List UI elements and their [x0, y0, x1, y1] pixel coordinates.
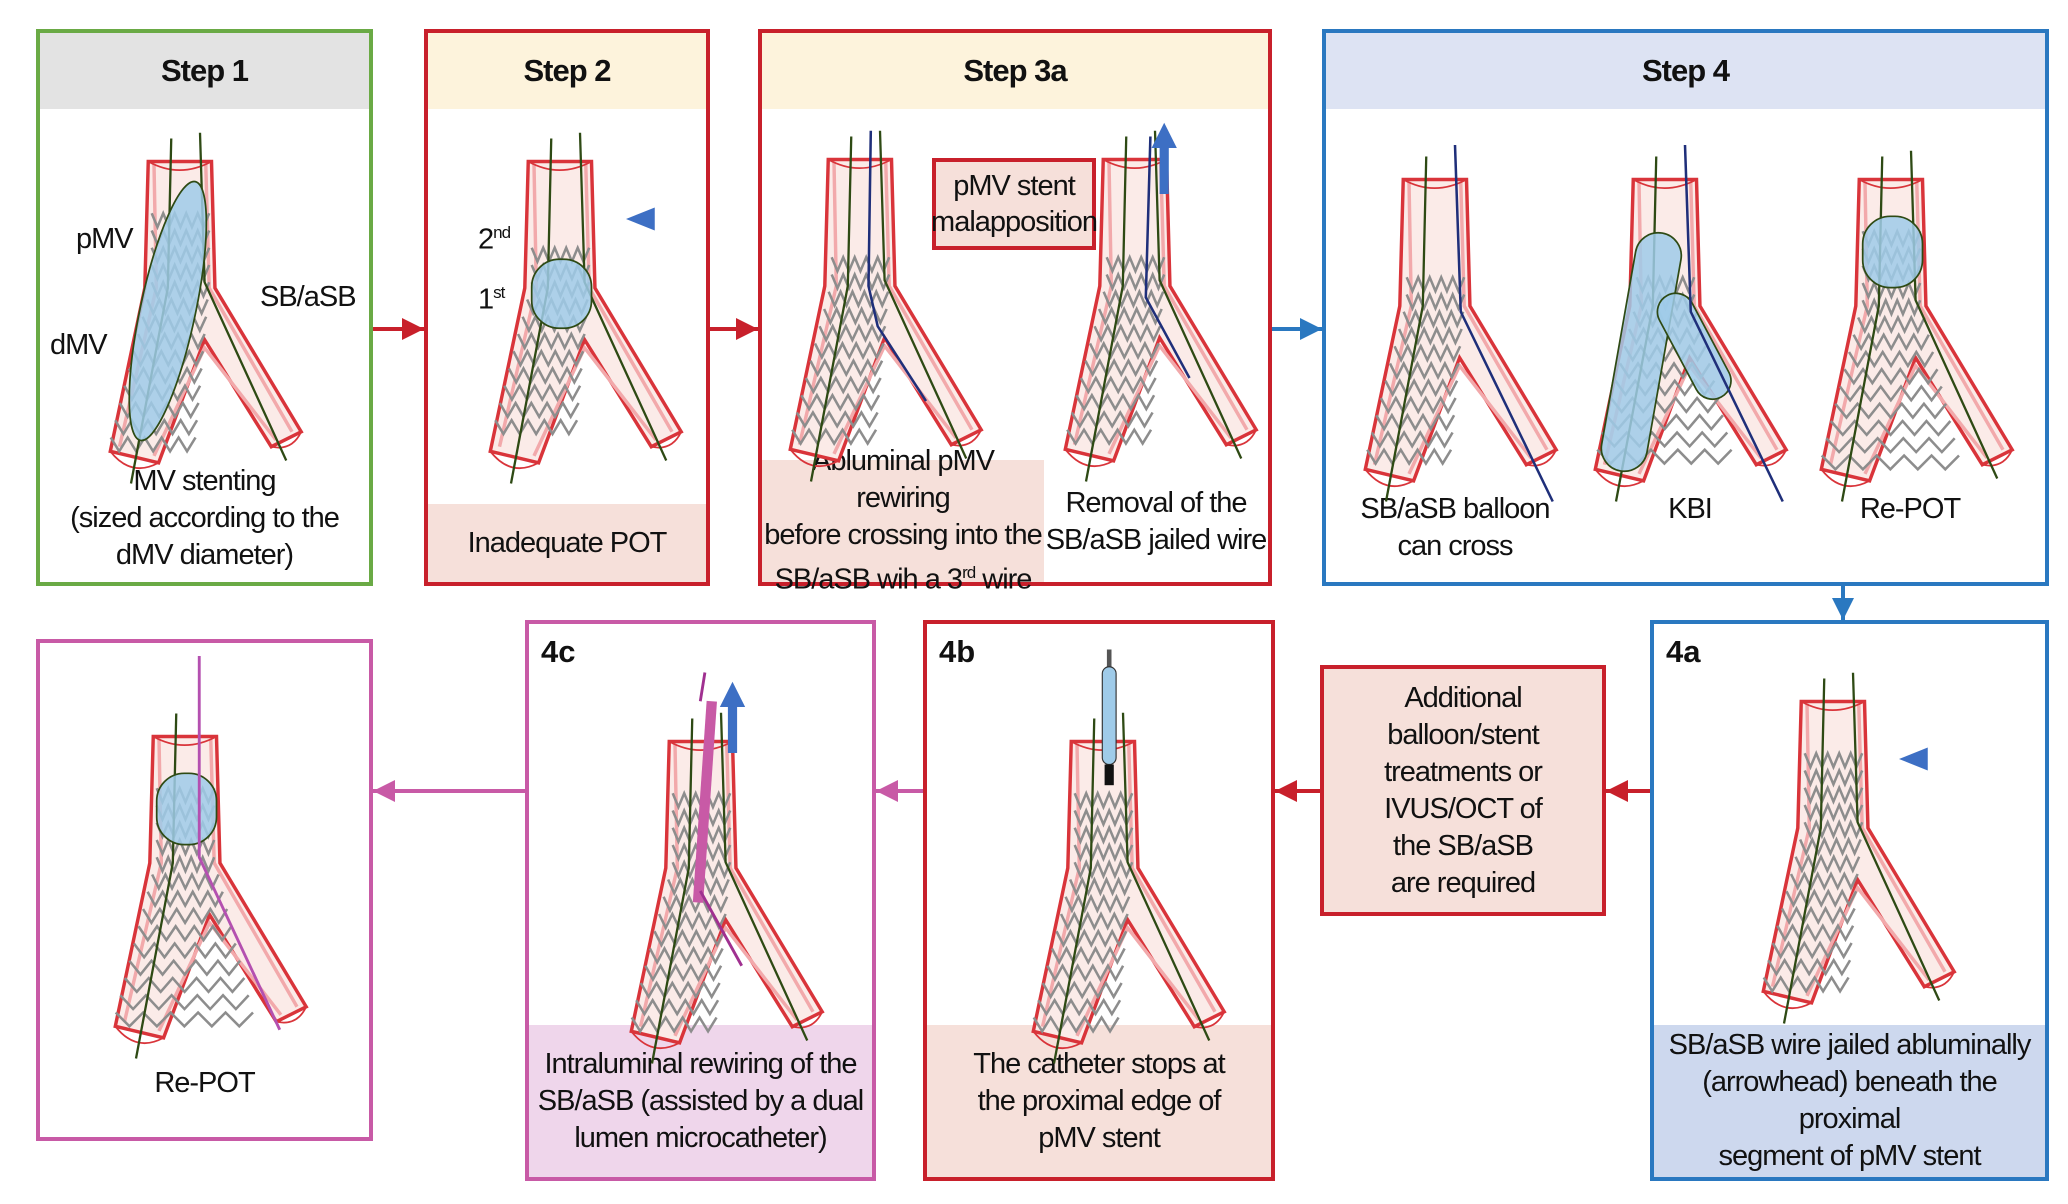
step3a-caption-right: Removal of the SB/aSB jailed wire — [1044, 485, 1268, 559]
step2-panel: Step 2 2nd 1st Inadequate POT — [424, 29, 710, 586]
step4a-title: 4a — [1666, 634, 1701, 669]
step3a-title: Step 3a — [762, 33, 1268, 109]
arrow-head — [736, 318, 758, 340]
step3a-caption-left: Abluminal pMV rewiring before crossing i… — [762, 445, 1044, 596]
arrow-head — [1275, 780, 1297, 802]
caption-line: segment of pMV stent — [1718, 1140, 1981, 1172]
caption-text: SB/aSB wih a 3 — [774, 563, 963, 596]
text-line: are required — [1390, 866, 1536, 899]
caption-line: pMV stent — [1038, 1121, 1161, 1154]
arrow-head — [373, 780, 395, 802]
arrow-head — [1300, 318, 1322, 340]
step4-caption-repot: Re-POT — [1859, 493, 1961, 525]
step2-title: Step 2 — [428, 33, 706, 109]
text-line: treatments or — [1384, 755, 1543, 788]
arrow-head — [876, 780, 898, 802]
arrow-icon — [1272, 318, 1322, 340]
callout-line: malapposition — [931, 206, 1098, 238]
additional-treatments-box: Additional balloon/stent treatments or I… — [1320, 665, 1606, 916]
step4c-title: 4c — [541, 634, 576, 669]
step4b-title: 4b — [939, 634, 976, 669]
step4a-caption: SB/aSB wire jailed abluminally (arrowhea… — [1654, 1025, 2045, 1177]
caption-line: SB/aSB wih a 3rd wire — [774, 554, 1033, 599]
step4-title: Step 4 — [1326, 33, 2045, 109]
label-text: 2 — [478, 223, 494, 256]
arrow-icon — [876, 780, 923, 802]
step4c-caption: Intraluminal rewiring of the SB/aSB (ass… — [529, 1025, 872, 1177]
final-repot-panel: Re-POT — [36, 639, 373, 1141]
caption-line: SB/aSB balloon — [1360, 493, 1550, 525]
arrow-head — [1832, 598, 1854, 620]
caption-line: (sized according to the — [70, 502, 340, 534]
step4-caption-balloon: SB/aSB balloon can cross — [1350, 491, 1560, 565]
step4a-panel: 4a SB/aSB wire jailed abluminally (arrow… — [1650, 620, 2049, 1181]
text-line: the SB/aSB — [1393, 829, 1534, 862]
step1-title: Step 1 — [40, 33, 369, 109]
text-line: IVUS/OCT of — [1384, 792, 1543, 825]
caption-line: SB/aSB (assisted by a dual — [537, 1084, 864, 1117]
step1-panel: Step 1 pMV dMV SB/aSB MV stenting (sized… — [36, 29, 373, 586]
arrow-icon — [1832, 586, 1854, 620]
caption-line: Abluminal pMV rewiring — [811, 445, 995, 515]
label-text: 1 — [478, 283, 494, 316]
caption-line: (arrowhead) beneath the proximal — [1702, 1066, 1998, 1135]
step4b-caption: The catheter stops at the proximal edge … — [927, 1025, 1271, 1177]
caption-line: SB/aSB wire jailed abluminally — [1668, 1029, 2032, 1061]
caption-line: lumen microcatheter) — [574, 1121, 827, 1154]
arrow-icon — [1275, 780, 1320, 802]
label-pmv: pMV — [76, 223, 134, 255]
caption-line: Intraluminal rewiring of the — [544, 1047, 857, 1080]
label-dmv: dMV — [50, 329, 108, 361]
arrow-icon — [373, 318, 424, 340]
caption-line: The catheter stops at — [973, 1047, 1225, 1080]
label-sup: nd — [493, 223, 511, 242]
malapposition-callout: pMV stent malapposition — [931, 158, 1098, 250]
step1-caption: MV stenting (sized according to the dMV … — [40, 463, 369, 574]
caption-sup: rd — [962, 563, 976, 583]
callout-line: pMV stent — [953, 170, 1076, 202]
caption-text: wire — [975, 563, 1032, 596]
step4b-panel: 4b The catheter stops at the proximal ed… — [923, 620, 1275, 1181]
step2-caption: Inadequate POT — [428, 504, 706, 582]
caption-line: Removal of the — [1065, 487, 1247, 519]
label-sup: st — [493, 283, 505, 302]
label-1st-stent: 1st — [478, 283, 505, 317]
text-line: Additional — [1404, 681, 1522, 714]
caption-line: dMV diameter) — [115, 539, 294, 571]
step4-panel: Step 4 SB/aSB balloon can cross KBI Re-P… — [1322, 29, 2049, 586]
label-2nd-stent: 2nd — [478, 223, 511, 257]
label-sb-asb: SB/aSB — [260, 281, 357, 313]
arrow-icon — [373, 780, 525, 802]
arrow-head — [1606, 780, 1628, 802]
step4-caption-kbi: KBI — [1668, 493, 1713, 525]
text-line: balloon/stent — [1387, 718, 1539, 751]
step4c-panel: 4c Intraluminal rewiring of the SB/aSB (… — [525, 620, 876, 1181]
arrow-icon — [710, 318, 758, 340]
step3a-panel: Step 3a pMV stent malapposition Ablumina… — [758, 29, 1272, 596]
arrow-icon — [1606, 780, 1650, 802]
caption-line: SB/aSB jailed wire — [1045, 524, 1268, 556]
caption-line: the proximal edge of — [977, 1084, 1222, 1117]
arrow-head — [402, 318, 424, 340]
final-caption: Re-POT — [154, 1067, 255, 1099]
caption-line: MV stenting — [133, 465, 276, 497]
caption-line: can cross — [1397, 530, 1513, 562]
caption-line: before crossing into the — [764, 519, 1042, 552]
